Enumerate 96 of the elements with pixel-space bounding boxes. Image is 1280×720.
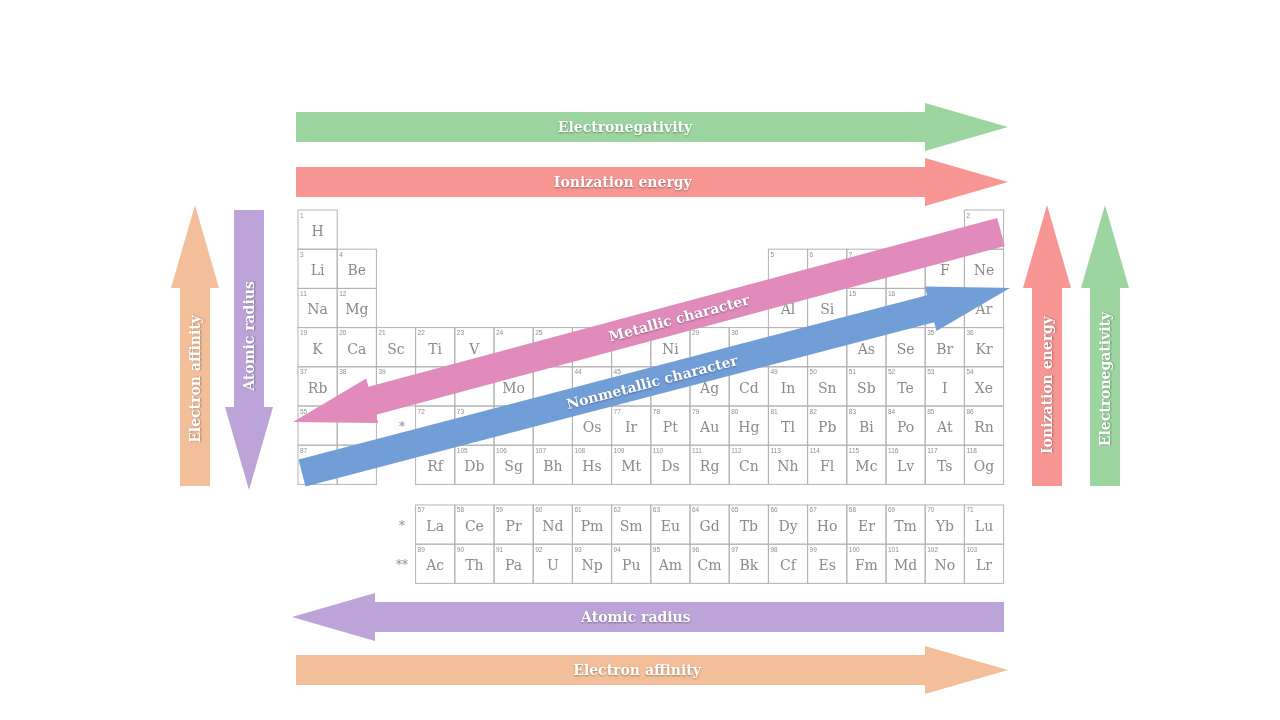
arrow-label: Ionization energy	[1039, 315, 1055, 454]
element-symbol: Be	[347, 262, 367, 279]
arrow-label: Electronegativity	[557, 119, 693, 135]
element-symbol: F	[939, 262, 950, 279]
element-symbol: Tb	[739, 517, 758, 534]
element-symbol: H	[311, 223, 324, 239]
element-symbol: Sg	[504, 458, 523, 475]
asterisk-mark: *	[399, 518, 405, 533]
element-symbol: Sm	[619, 517, 643, 534]
element-symbol: Au	[700, 419, 720, 435]
element-symbol: Gd	[699, 517, 720, 534]
element-symbol: In	[780, 379, 796, 396]
element-symbol: Ac	[426, 557, 445, 574]
element-symbol: Ho	[816, 517, 838, 534]
element-symbol: Br	[936, 340, 954, 357]
element-symbol: Si	[820, 301, 835, 318]
element-symbol: No	[934, 557, 956, 574]
element-symbol: Nd	[542, 517, 564, 534]
element-symbol: Np	[581, 557, 603, 574]
element-symbol: Dy	[778, 517, 798, 534]
element-symbol: Bh	[543, 458, 563, 475]
element-symbol: At	[937, 419, 953, 435]
element-symbol: Am	[658, 557, 683, 574]
element-symbol: Rn	[974, 419, 994, 435]
element-symbol: Sb	[857, 379, 876, 396]
element-symbol: Te	[897, 379, 914, 396]
arrow-label: Atomic radius	[241, 281, 257, 391]
element-symbol: U	[546, 557, 559, 574]
element-symbol: Rf	[427, 458, 444, 475]
element-symbol: Pa	[505, 557, 523, 574]
element-symbol: Th	[465, 557, 484, 574]
arrow-label: Electron affinity	[573, 662, 701, 678]
element-symbol: Es	[818, 557, 836, 574]
element-symbol: Mg	[345, 301, 369, 318]
element-symbol: Po	[896, 419, 915, 435]
arrow-label: Ionization energy	[553, 174, 692, 190]
element-symbol: La	[426, 517, 444, 534]
element-symbol: Pm	[580, 517, 604, 534]
element-symbol: Bi	[859, 419, 874, 435]
element-symbol: Se	[896, 340, 915, 357]
element-symbol: Ag	[700, 379, 720, 396]
element-symbol: Ds	[661, 458, 680, 475]
element-symbol: Ti	[428, 340, 443, 357]
element-symbol: Eu	[660, 517, 680, 534]
element-symbol: Sc	[387, 340, 405, 357]
element-symbol: As	[857, 340, 876, 357]
element-symbol: Og	[973, 458, 995, 475]
element-symbol: Sn	[817, 379, 837, 396]
element-symbol: Md	[893, 557, 918, 574]
element-symbol: Mc	[855, 458, 878, 475]
element-symbol: Xe	[974, 379, 994, 396]
element-symbol: Ce	[464, 517, 484, 534]
element-symbol: I	[942, 379, 948, 396]
arrow-label: Electron affinity	[187, 315, 203, 444]
asterisk-mark: **	[396, 557, 408, 572]
element-symbol: Db	[464, 458, 485, 475]
element-symbol: Bk	[739, 557, 759, 574]
element-symbol: K	[312, 340, 323, 357]
element-symbol: Na	[307, 301, 328, 318]
element-symbol: Er	[857, 517, 875, 534]
element-symbol: Os	[582, 419, 602, 435]
element-symbol: Lu	[974, 517, 994, 534]
element-symbol: Tl	[781, 419, 795, 435]
element-symbol: Yb	[935, 517, 954, 534]
element-symbol: Ca	[347, 340, 367, 357]
element-symbol: V	[469, 340, 480, 357]
element-symbol: Pt	[662, 419, 678, 435]
element-symbol: Cd	[738, 379, 759, 396]
element-symbol: Lr	[976, 557, 992, 574]
element-symbol: Ir	[625, 419, 638, 435]
element-symbol: Tm	[894, 517, 917, 534]
element-symbol: Mo	[502, 379, 525, 396]
element-symbol: Pu	[621, 557, 641, 574]
element-symbol: Pr	[505, 517, 522, 534]
element-symbol: Nh	[777, 458, 799, 475]
element-symbol: Cf	[780, 557, 796, 574]
element-symbol: Mt	[621, 458, 642, 475]
arrow-label: Electronegativity	[1097, 312, 1113, 447]
element-symbol: Kr	[975, 340, 993, 357]
asterisk-mark: *	[399, 419, 405, 434]
element-symbol: Fl	[820, 458, 835, 475]
element-symbol: Ni	[662, 340, 679, 357]
element-symbol: Rg	[699, 458, 720, 475]
element-symbol: Ne	[973, 262, 995, 279]
element-symbol: Cn	[738, 458, 759, 475]
element-symbol: Rb	[307, 379, 328, 396]
arrow-label: Atomic radius	[581, 609, 691, 625]
element-symbol: Hs	[582, 458, 602, 475]
element-symbol: Pb	[818, 419, 837, 435]
element-symbol: Li	[310, 262, 325, 279]
element-symbol: Fm	[854, 557, 878, 574]
element-symbol: Al	[780, 301, 796, 318]
element-symbol: Ts	[937, 458, 953, 475]
element-symbol: Lv	[897, 458, 915, 475]
element-symbol: Hg	[738, 419, 760, 435]
element-symbol: Cm	[697, 557, 722, 574]
